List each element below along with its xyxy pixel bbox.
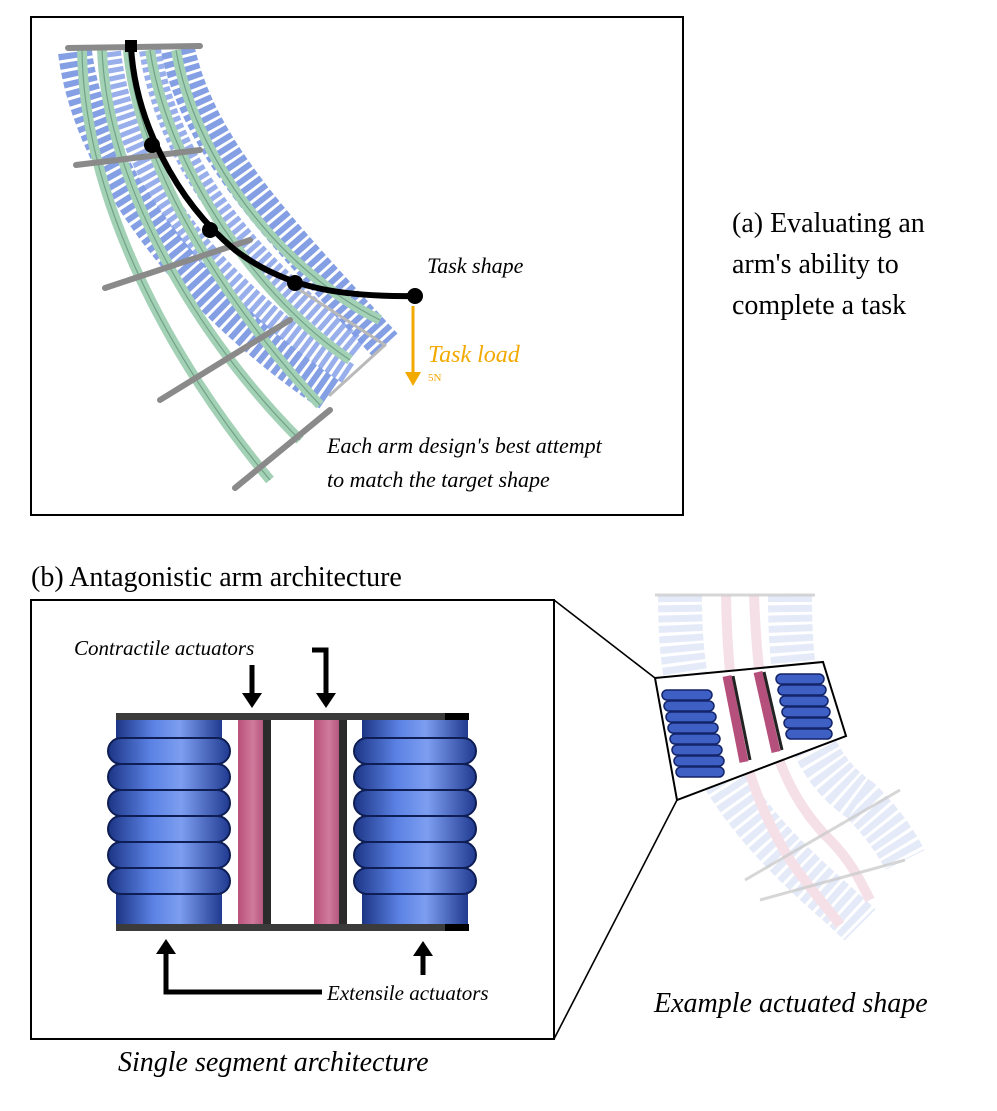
contractile-arrowheads <box>242 693 336 708</box>
task-load-value: 5N <box>428 372 442 384</box>
panel-b-title: (b) Antagonistic arm architecture <box>31 562 402 593</box>
task-shape-label: Task shape <box>427 253 524 278</box>
contractile-actuators-label: Contractile actuators <box>74 636 255 660</box>
task-shape-node-3 <box>287 275 303 291</box>
green-tube-outlines <box>81 49 381 481</box>
panel-a-caption-line-2: arm's ability to <box>732 249 899 280</box>
segment-plates <box>65 43 333 491</box>
panel-a-frame <box>30 16 684 516</box>
left-extensile-bellows <box>107 720 231 924</box>
task-load-label: Task load <box>428 342 520 368</box>
attempt-caption-line-2: to match the target shape <box>327 467 550 492</box>
panel-a-arm-illustration <box>58 43 398 491</box>
example-actuated-shape-caption: Example actuated shape <box>654 988 928 1019</box>
segment-plates-light <box>298 288 387 397</box>
zoom-connector-lines <box>553 599 678 1040</box>
attempt-caption-line-1: Each arm design's best attempt <box>327 433 602 458</box>
task-shape-endpoint <box>407 288 423 304</box>
top-plate <box>116 713 469 720</box>
panel-b-frame <box>30 599 555 1040</box>
task-shape-node-1 <box>144 137 160 153</box>
panel-a-caption-line-1: (a) Evaluating an <box>732 208 925 239</box>
single-segment-illustration <box>107 713 477 931</box>
panel-a-caption-line-3: complete a task <box>732 290 907 321</box>
bottom-plate <box>116 924 469 931</box>
highlighted-segment <box>653 660 848 802</box>
task-load-arrow <box>405 306 421 386</box>
example-actuated-shape <box>653 593 925 941</box>
task-shape-base <box>125 40 137 52</box>
contractile-actuator-right <box>314 720 347 924</box>
contractile-arrows <box>249 647 329 697</box>
task-shape-node-2 <box>202 222 218 238</box>
extensile-arrowheads <box>156 939 433 956</box>
extensile-actuators-label: Extensile actuators <box>327 981 489 1005</box>
contractile-actuator-left <box>238 720 271 924</box>
single-segment-caption: Single segment architecture <box>118 1047 429 1078</box>
right-extensile-bellows <box>353 720 477 924</box>
task-shape-curve <box>125 40 423 304</box>
